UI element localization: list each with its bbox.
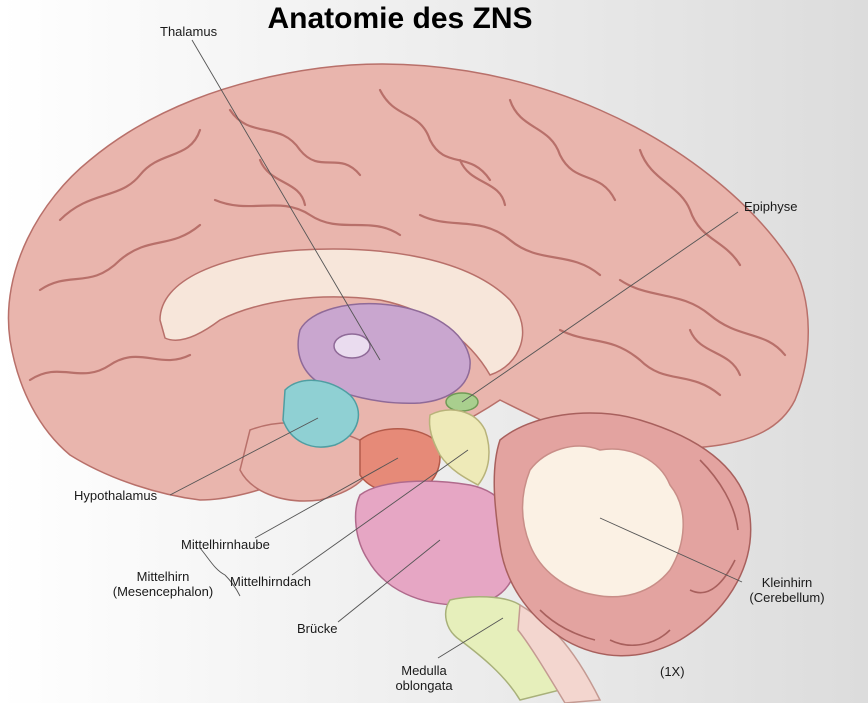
page-title: Anatomie des ZNS (267, 2, 533, 35)
arbor-vitae (521, 445, 684, 598)
leader-lines (169, 39, 743, 659)
label-mittelhirndach: Mittelhirndach (230, 574, 311, 589)
label-medulla-line2: oblongata (395, 678, 453, 693)
label-epiphyse: Epiphyse (744, 199, 798, 214)
label-bruecke: Brücke (297, 621, 338, 636)
label-kleinhirn: Kleinhirn (Cerebellum) (742, 575, 832, 605)
label-mittelhirn-line2: (Mesencephalon) (112, 584, 214, 599)
corpus-callosum (159, 248, 524, 376)
label-kleinhirn-line1: Kleinhirn (761, 575, 813, 590)
label-mittelhirn-line1: Mittelhirn (136, 569, 190, 584)
label-mittelhirnhaube: Mittelhirnhaube (181, 537, 270, 552)
hypothalamus-region (282, 379, 360, 448)
label-kleinhirn-line2: (Cerebellum) (749, 590, 825, 605)
label-medulla: Medulla oblongata (388, 663, 460, 693)
label-hypothalamus: Hypothalamus (74, 488, 158, 503)
mittelhirndach-region (428, 409, 490, 486)
cerebellum-folia (539, 459, 739, 646)
massa-intermedia (333, 333, 371, 359)
label-mittelhirn: Mittelhirn (Mesencephalon) (108, 569, 218, 599)
label-thalamus: Thalamus (160, 24, 218, 39)
gyri (28, 88, 787, 397)
label-medulla-line1: Medulla (401, 663, 447, 678)
label-magnification: (1X) (660, 664, 685, 679)
